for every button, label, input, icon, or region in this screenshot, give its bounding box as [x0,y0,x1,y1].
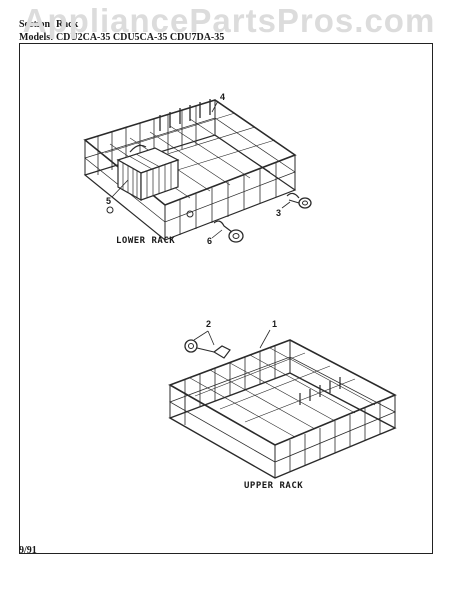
callout-leaders [111,100,291,349]
callout-3: 3 [276,208,282,218]
upper-rack [168,339,397,479]
callout-1: 1 [272,319,278,329]
wheel-part-6 [213,220,244,243]
watermark: AppliancePartsPros.com [22,2,436,39]
wheel-part-3 [286,192,312,209]
models-line: Models: CDU2CA-35 CDU5CA-35 CDU7DA-35 [19,32,225,43]
wheel-part-2 [184,339,231,359]
callout-4: 4 [220,92,226,102]
callout-5: 5 [106,196,112,206]
callout-2: 2 [206,319,212,329]
callout-6: 6 [207,236,213,246]
upper-rack-caption: UPPER RACK [244,481,304,491]
lower-rack-caption: LOWER RACK [116,236,176,246]
section-title: Section: Rack [19,19,79,30]
lower-rack [83,99,297,241]
revision-date: 9/91 [19,545,37,556]
footer-rule [19,553,433,554]
silverware-basket [116,144,180,202]
